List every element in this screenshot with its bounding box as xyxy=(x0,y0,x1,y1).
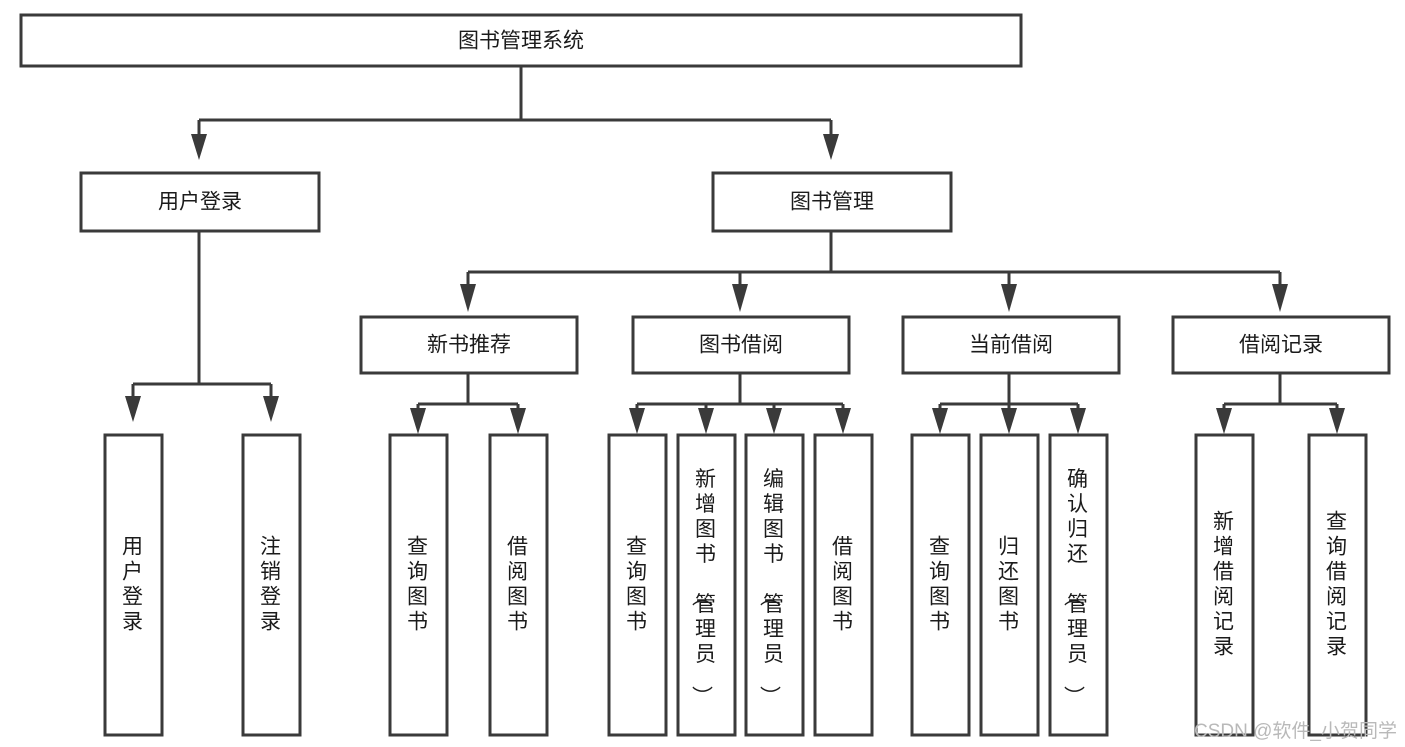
leaf-node-new-book-2[interactable] xyxy=(488,433,549,737)
arrow-book-borrow-leaf-2 xyxy=(698,408,714,434)
node-user-login[interactable]: 用户登录 xyxy=(79,171,321,233)
arrow-book-borrow-leaf-1 xyxy=(629,408,645,434)
leaf-label-current-borrow-3: 确认归还（管理员） xyxy=(1062,468,1089,708)
leaf-node-borrow-record-1[interactable] xyxy=(1194,433,1255,737)
node-book-borrow-box[interactable] xyxy=(631,315,851,375)
leaf-node-book-borrow-2[interactable] xyxy=(676,433,737,737)
connector-group-root xyxy=(191,66,839,160)
arrow-current-borrow-leaf-2 xyxy=(1001,408,1017,434)
arrow-book-manage-to-new-book xyxy=(460,284,476,312)
leaf-label-current-borrow-2: 归还图书 xyxy=(998,535,1020,633)
node-book-borrow[interactable]: 图书借阅 xyxy=(631,315,851,375)
arrow-user-login-leaf-2 xyxy=(263,396,279,422)
connector-group-borrow-record xyxy=(1216,374,1345,434)
arrow-root-to-user-login xyxy=(191,134,207,160)
leaf-node-book-borrow-1-box[interactable] xyxy=(607,433,668,737)
leaf-label-borrow-record-1: 新增借阅记录 xyxy=(1213,510,1235,658)
node-new-book-recommend-box[interactable] xyxy=(359,315,579,375)
arrow-current-borrow-leaf-3 xyxy=(1070,408,1086,434)
arrow-new-book-leaf-1 xyxy=(410,408,426,434)
arrow-book-borrow-leaf-3 xyxy=(766,408,782,434)
leaf-node-current-borrow-2-box[interactable] xyxy=(979,433,1040,737)
node-borrow-record[interactable]: 借阅记录 xyxy=(1171,315,1391,375)
node-root[interactable]: 图书管理系统 xyxy=(19,13,1023,68)
leaf-node-book-borrow-4-box[interactable] xyxy=(813,433,874,737)
leaf-label-new-book-1: 查询图书 xyxy=(407,535,429,633)
leaf-node-book-borrow-3[interactable] xyxy=(744,433,805,737)
leaf-node-current-borrow-3[interactable] xyxy=(1048,433,1109,737)
node-borrow-record-box[interactable] xyxy=(1171,315,1391,375)
node-book-manage-label: 图书管理 xyxy=(790,191,874,214)
arrow-book-manage-to-borrow xyxy=(732,284,748,312)
leaf-label-book-borrow-4: 借阅图书 xyxy=(832,535,854,633)
node-root-label: 图书管理系统 xyxy=(458,30,584,53)
leaf-label-user-login-1: 用户登录 xyxy=(122,535,144,633)
node-user-login-box[interactable] xyxy=(79,171,321,233)
leaf-node-current-borrow-3-box[interactable] xyxy=(1048,433,1109,737)
leaf-node-borrow-record-2-box[interactable] xyxy=(1307,433,1368,737)
leaf-label-user-login-2: 注销登录 xyxy=(260,535,282,633)
arrow-root-to-book-manage xyxy=(823,134,839,160)
arrow-book-manage-to-record xyxy=(1272,284,1288,312)
connector-group-book-manage xyxy=(460,232,1288,312)
leaf-label-book-borrow-3: 编辑图书（管理员） xyxy=(758,468,785,708)
leaf-node-user-login-1-box[interactable] xyxy=(103,433,164,737)
leaf-node-current-borrow-1-box[interactable] xyxy=(910,433,971,737)
leaf-label-book-borrow-2: 新增图书（管理员） xyxy=(690,468,717,708)
node-borrow-record-label: 借阅记录 xyxy=(1239,334,1323,357)
arrow-borrow-record-leaf-2 xyxy=(1329,408,1345,434)
leaf-label-new-book-2: 借阅图书 xyxy=(507,535,529,633)
leaf-node-user-login-2-box[interactable] xyxy=(241,433,302,737)
connector-group-current-borrow xyxy=(932,374,1086,434)
connector-group-user-login xyxy=(125,232,279,422)
arrow-borrow-record-leaf-1 xyxy=(1216,408,1232,434)
connector-group-new-book xyxy=(410,374,526,434)
leaf-node-current-borrow-2[interactable] xyxy=(979,433,1040,737)
leaf-node-book-borrow-1[interactable] xyxy=(607,433,668,737)
arrow-user-login-leaf-1 xyxy=(125,396,141,422)
leaf-node-user-login-1[interactable] xyxy=(103,433,164,737)
leaf-node-user-login-2[interactable] xyxy=(241,433,302,737)
node-root-box[interactable] xyxy=(19,13,1023,68)
node-current-borrow-box[interactable] xyxy=(901,315,1121,375)
leaf-node-book-borrow-3-box[interactable] xyxy=(744,433,805,737)
leaf-node-current-borrow-1[interactable] xyxy=(910,433,971,737)
leaf-node-new-book-2-box[interactable] xyxy=(488,433,549,737)
leaf-labels-group: 用户登录 注销登录 查询图书 借阅图书 查询图书 新增图书（管理员） 编辑图书（… xyxy=(122,468,1348,708)
leaf-node-book-borrow-2-box[interactable] xyxy=(676,433,737,737)
node-book-manage[interactable]: 图书管理 xyxy=(711,171,953,233)
arrow-current-borrow-leaf-1 xyxy=(932,408,948,434)
node-current-borrow-label: 当前借阅 xyxy=(969,334,1053,357)
leaf-node-new-book-1-box[interactable] xyxy=(388,433,449,737)
arrow-book-manage-to-current xyxy=(1001,284,1017,312)
leaf-node-new-book-1[interactable] xyxy=(388,433,449,737)
arrow-book-borrow-leaf-4 xyxy=(835,408,851,434)
leaf-node-book-borrow-4[interactable] xyxy=(813,433,874,737)
leaf-node-borrow-record-2[interactable] xyxy=(1307,433,1368,737)
leaf-label-current-borrow-1: 查询图书 xyxy=(929,535,951,633)
leaf-label-book-borrow-1: 查询图书 xyxy=(626,535,648,633)
leaf-node-borrow-record-1-box[interactable] xyxy=(1194,433,1255,737)
node-book-manage-box[interactable] xyxy=(711,171,953,233)
node-user-login-label: 用户登录 xyxy=(158,191,242,214)
node-current-borrow[interactable]: 当前借阅 xyxy=(901,315,1121,375)
node-new-book-recommend-label: 新书推荐 xyxy=(427,334,511,357)
node-book-borrow-label: 图书借阅 xyxy=(699,334,783,357)
leaf-label-borrow-record-2: 查询借阅记录 xyxy=(1326,510,1348,658)
connector-group-book-borrow xyxy=(629,374,851,434)
node-new-book-recommend[interactable]: 新书推荐 xyxy=(359,315,579,375)
arrow-new-book-leaf-2 xyxy=(510,408,526,434)
